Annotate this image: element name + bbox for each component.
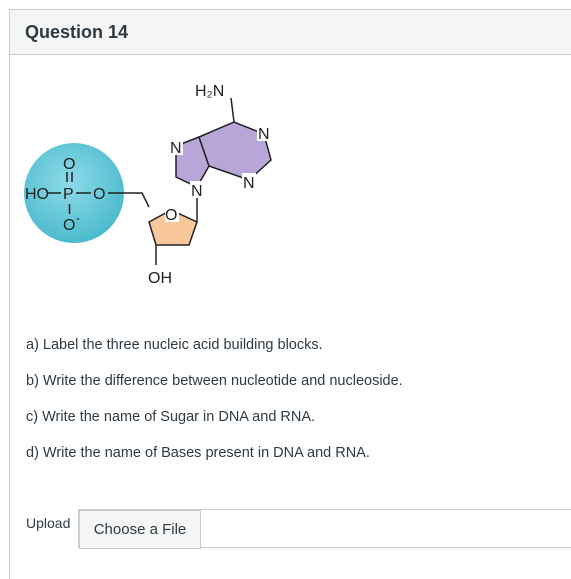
prompt-b: b) Write the difference between nucleoti… bbox=[26, 373, 403, 389]
base-n4-label: N bbox=[243, 175, 255, 192]
sugar-oh-label: OH bbox=[148, 270, 172, 287]
question-prompts: a) Label the three nucleic acid building… bbox=[26, 336, 546, 480]
prompt-d: d) Write the name of Bases present in DN… bbox=[26, 445, 370, 461]
phosphate-top-o-label: O bbox=[63, 156, 75, 173]
nucleotide-figure: HO P O O O - O OH H₂N N N N N bbox=[24, 83, 272, 287]
base-five-ring bbox=[175, 136, 210, 188]
question-card: Question 14 bbox=[9, 9, 571, 579]
upload-row: Upload Choose a File bbox=[26, 509, 571, 549]
choose-file-button[interactable]: Choose a File bbox=[79, 510, 201, 549]
base-n2-label: N bbox=[191, 183, 203, 200]
phosphate-link-o-label: O bbox=[93, 186, 105, 203]
base-amine-label: H₂N bbox=[195, 83, 224, 100]
phosphate-ho-label: HO bbox=[25, 186, 49, 203]
prompt-c: c) Write the name of Sugar in DNA and RN… bbox=[26, 409, 316, 425]
base-n3-label: N bbox=[258, 126, 270, 143]
phosphate-circle bbox=[24, 143, 124, 243]
phosphate-bottom-o-label: O bbox=[63, 217, 75, 234]
file-upload-field[interactable]: Choose a File bbox=[78, 509, 571, 549]
upload-label: Upload bbox=[26, 515, 71, 531]
phosphate-charge-label: - bbox=[76, 211, 80, 225]
question-title: Question 14 bbox=[25, 21, 129, 42]
question-header: Question 14 bbox=[10, 10, 571, 55]
base-n1-label: N bbox=[170, 140, 182, 157]
phosphate-p-label: P bbox=[63, 186, 74, 203]
prompt-a: a) Label the three nucleic acid building… bbox=[26, 337, 323, 353]
sugar-ring-o-label: O bbox=[165, 207, 177, 224]
